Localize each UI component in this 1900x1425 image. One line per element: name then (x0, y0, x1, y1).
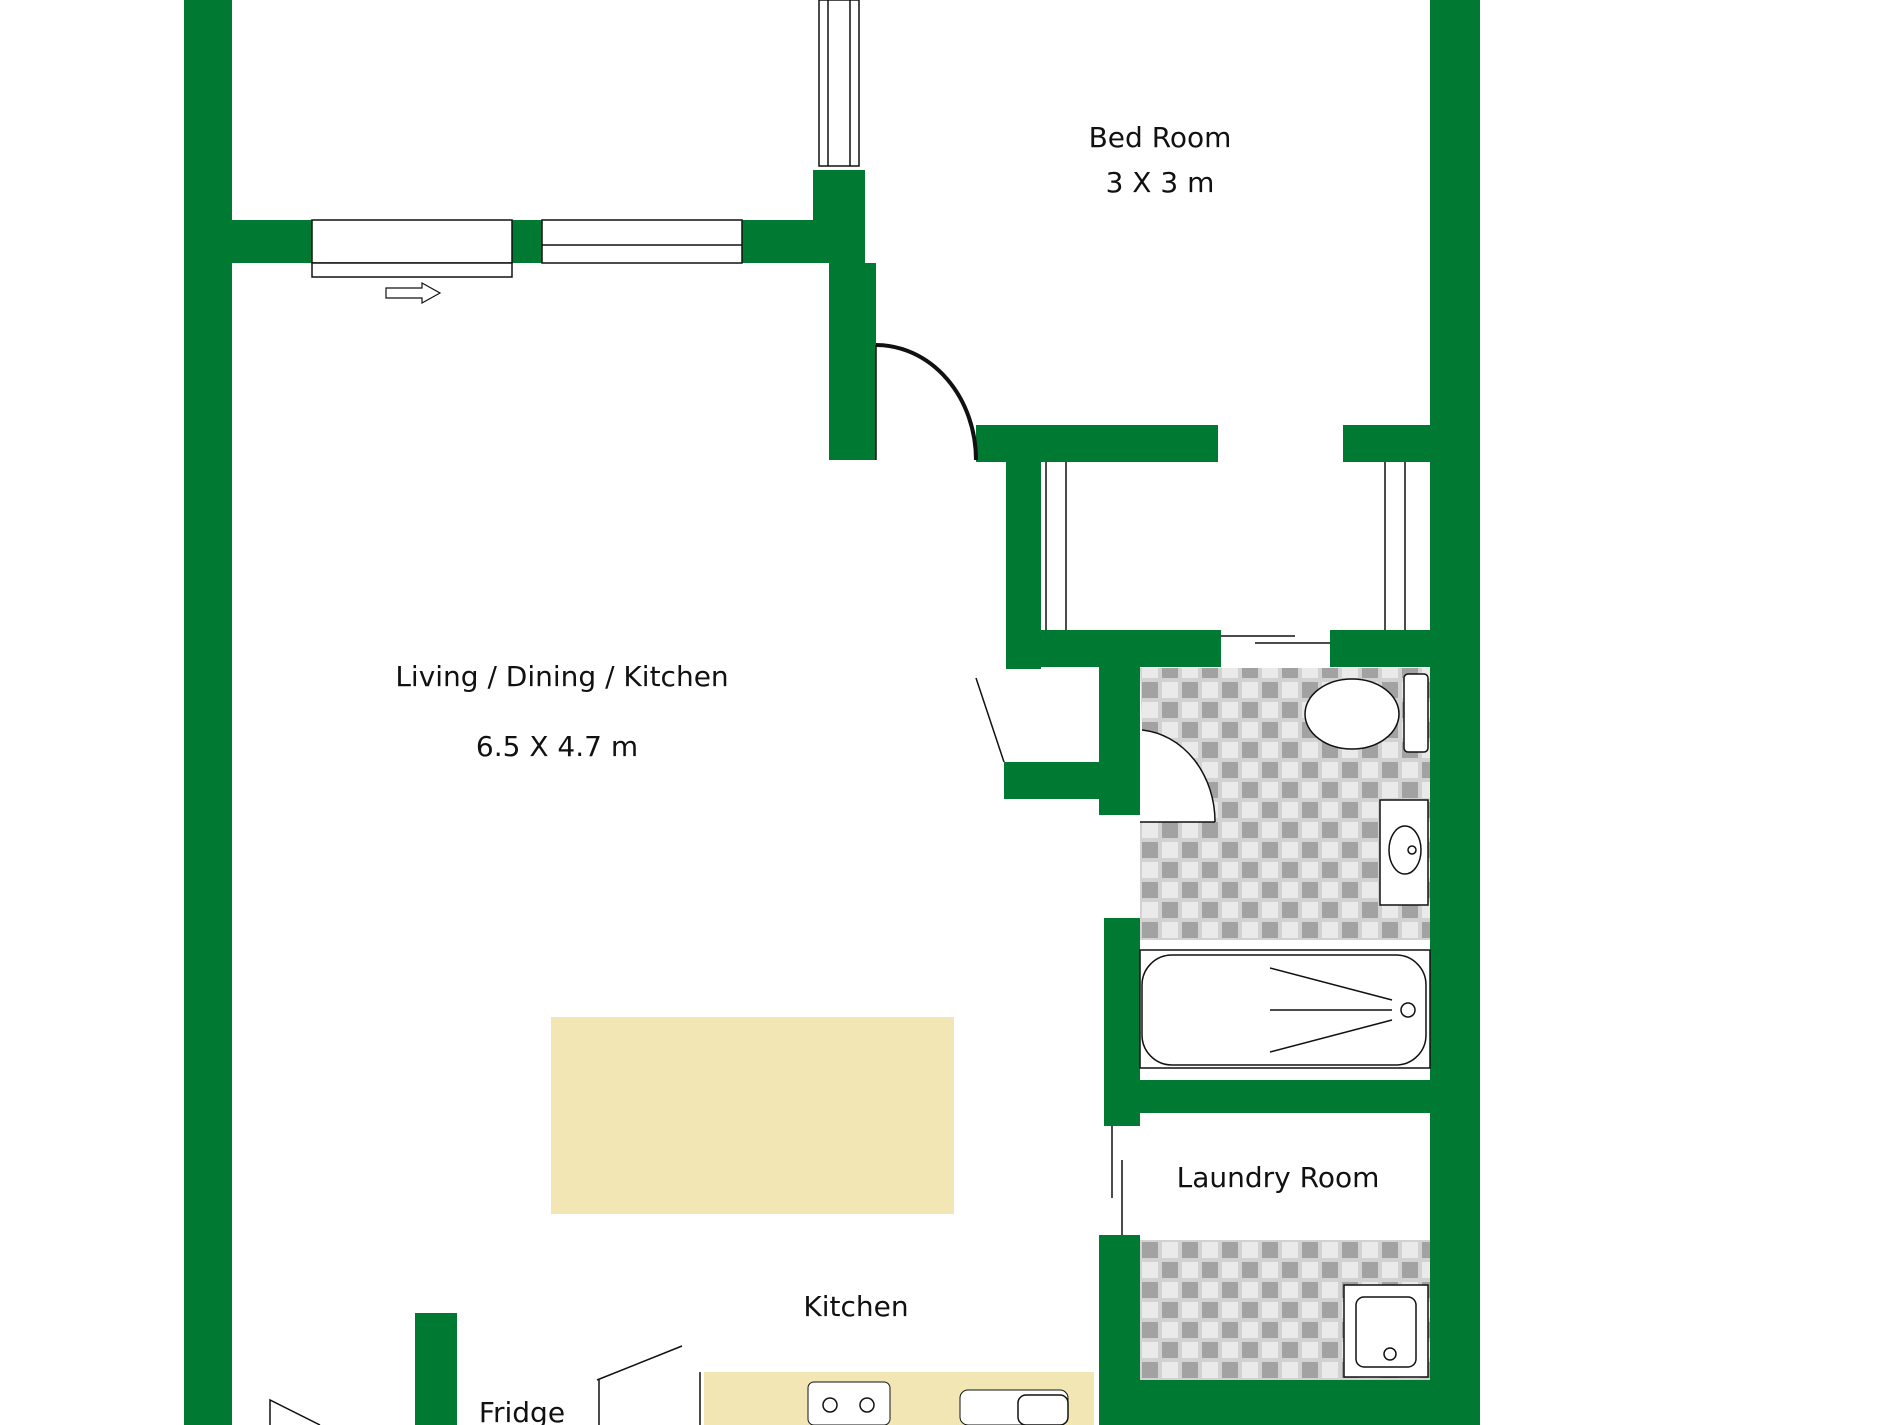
wall-outer-left (184, 0, 232, 1425)
kitchen-counter (704, 1372, 1094, 1425)
bedroom-size: 3 X 3 m (1106, 166, 1215, 199)
sliding-door-top (311, 219, 743, 278)
wall-bedroom-bottom-left (976, 425, 1218, 462)
wall-bathroom-left (1099, 667, 1140, 815)
door-pantry (596, 1345, 701, 1425)
door-entry (269, 1398, 321, 1425)
door-bathroom (1140, 729, 1216, 823)
cooktop-icon (807, 1381, 891, 1425)
burner-icon (859, 1397, 875, 1413)
wall-closet-bottom-left (1006, 630, 1221, 667)
burner-icon (822, 1397, 838, 1413)
wall-upper-room-divider (813, 170, 865, 263)
window-upper-divider (818, 0, 860, 167)
wall-bedroom-left (829, 263, 876, 460)
wall-closet-bottom-right (1330, 630, 1430, 667)
walls (184, 0, 1480, 1425)
laundry-name: Laundry Room (1177, 1161, 1380, 1194)
wall-bedroom-bottom-right (1343, 425, 1430, 462)
door-bedroom (875, 343, 978, 461)
wall-outer-right (1430, 0, 1480, 1425)
living-size: 6.5 X 4.7 m (476, 730, 638, 763)
door-alcove (975, 677, 1005, 763)
wall-top-living-mid (512, 220, 542, 263)
faucet-icon (1017, 1394, 1069, 1425)
wall-top-living-left (184, 220, 312, 263)
living-name: Living / Dining / Kitchen (395, 660, 728, 693)
washer-icon (1343, 1284, 1429, 1378)
door-laundry-sliding (1111, 1126, 1123, 1235)
kitchen-name: Kitchen (803, 1290, 908, 1323)
closet-sliding-doors (1045, 462, 1406, 644)
bedroom-name: Bed Room (1089, 121, 1232, 154)
wall-kitchen-stub (415, 1313, 457, 1425)
arrow-right-icon (385, 281, 442, 305)
wall-bath-bottom (1104, 1080, 1430, 1113)
wall-laundry-bottom (1099, 1380, 1430, 1425)
fridge-name: Fridge (479, 1396, 565, 1425)
sink-icon (1379, 799, 1429, 906)
toilet-icon (1304, 673, 1429, 753)
bathtub-icon (1139, 949, 1431, 1069)
dining-table (551, 1017, 954, 1214)
